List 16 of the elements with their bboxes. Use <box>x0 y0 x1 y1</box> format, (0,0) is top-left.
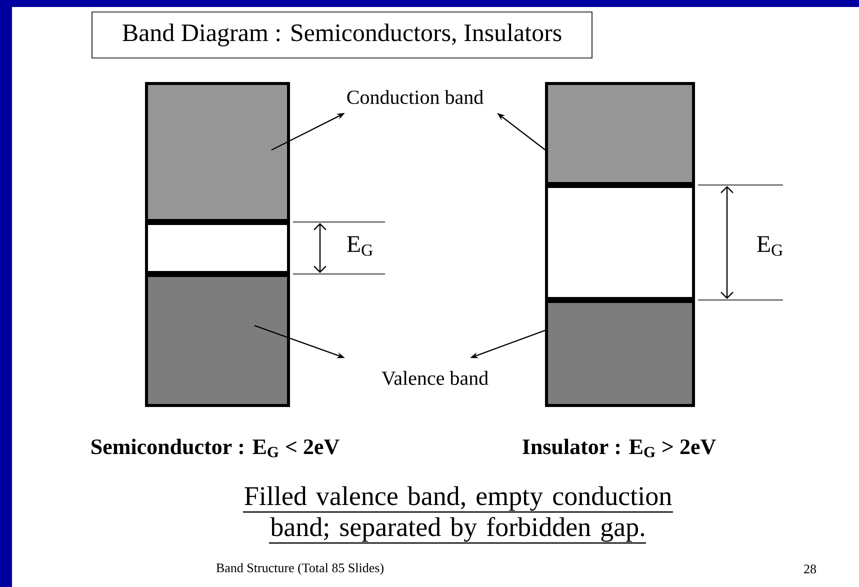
gap-label: E$_{G}$ <box>347 236 373 256</box>
slide-footer: Band Structure (Total 85 Slides) <box>216 563 384 575</box>
band-label: Conduction band <box>347 90 484 104</box>
band-label: Valence band <box>382 370 488 386</box>
band-gap-box <box>545 82 695 185</box>
band-gap-condition: Semiconductor : E$_{G}$ < 2eV <box>92 438 340 458</box>
gap-label: E$_{G}$ <box>757 236 783 256</box>
title-box: Band Diagram : Semiconductors, Insulators <box>92 12 592 58</box>
page-number: 28 <box>804 564 816 574</box>
band-gap-condition: Insulator : E$_{G}$ > 2eV <box>522 438 716 458</box>
valence-band-box <box>545 300 695 407</box>
conduction-band-box <box>545 185 695 300</box>
caption: Filled valence band, empty conduction band; separated by forbidden gap. <box>244 486 672 542</box>
conduction-band-box <box>145 222 290 274</box>
valence-band-box <box>145 274 290 407</box>
band-gap-box <box>145 82 290 222</box>
